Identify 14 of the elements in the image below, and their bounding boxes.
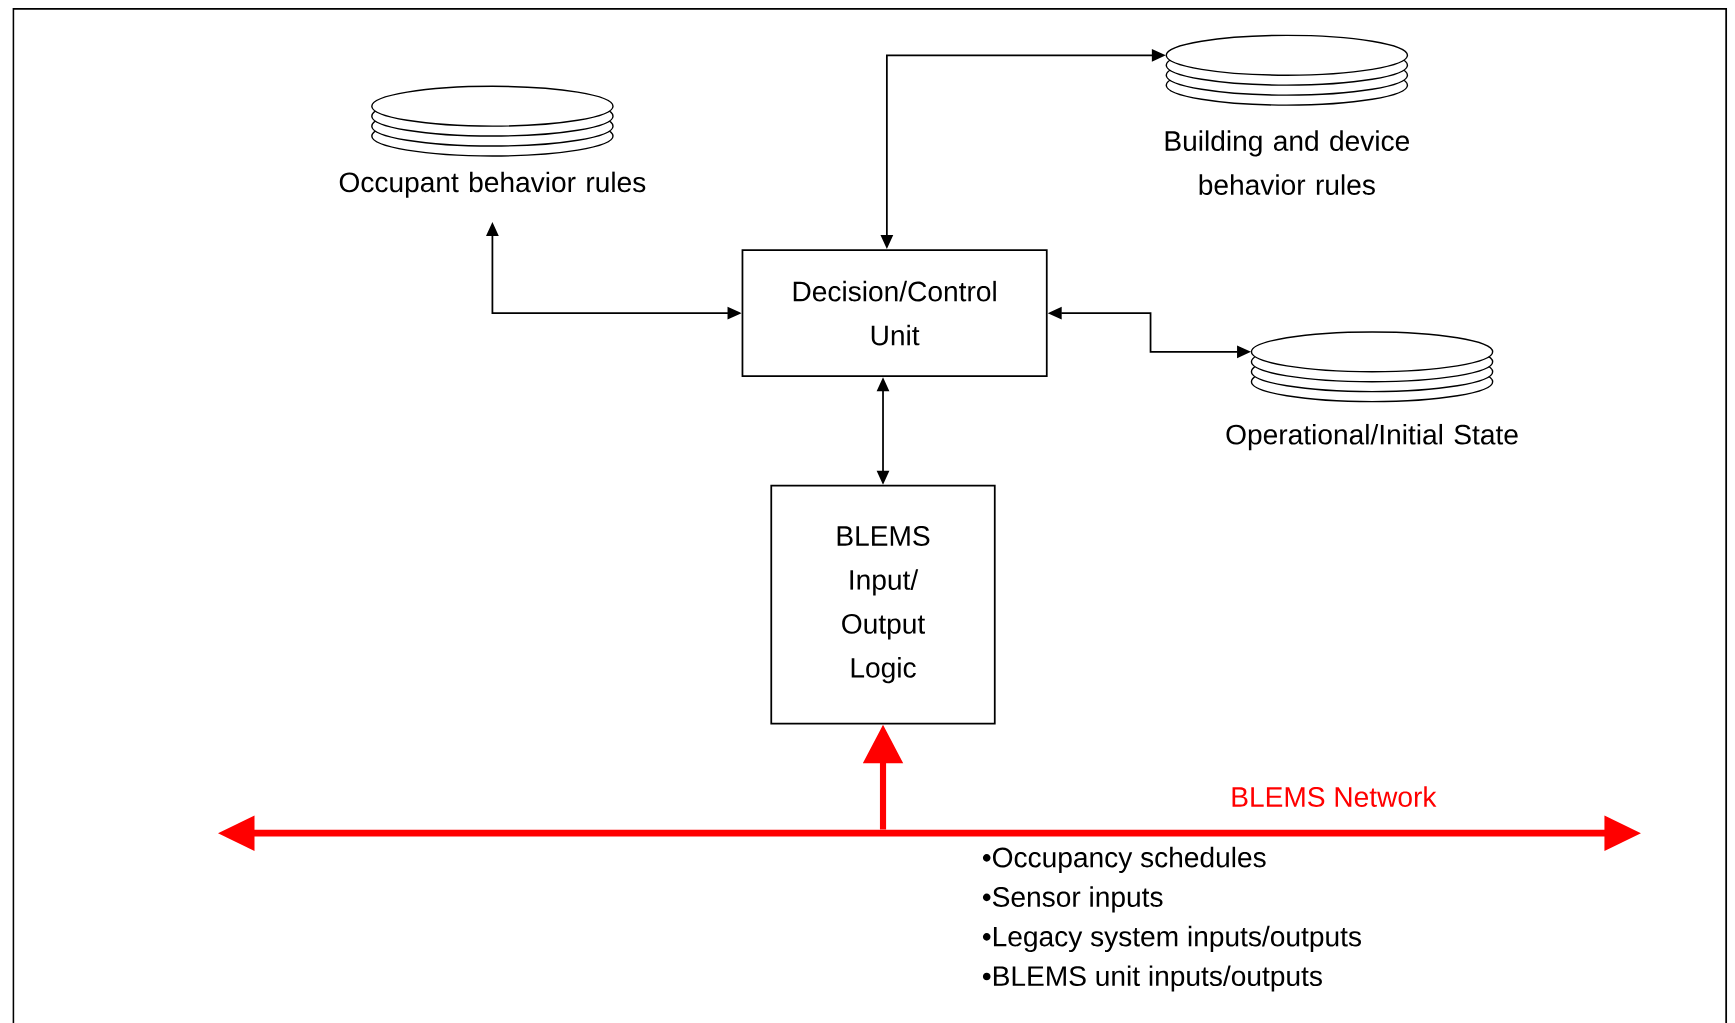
- node-label: Occupant behavior rules: [339, 171, 646, 198]
- process-box: Decision/Control Unit: [741, 248, 1048, 377]
- database-stack: Building and device behavior rules: [1165, 34, 1409, 195]
- process-box: BLEMS Input/ Output Logic: [770, 484, 996, 725]
- node-label: Building and device behavior rules: [1165, 130, 1410, 195]
- bullet-list: •Occupancy schedules •Sensor inputs •Legacy system inputs/outputs •BLEMS unit inputs/outputs: [982, 846, 1361, 992]
- node-label: Operational/Initial State: [1226, 423, 1518, 450]
- node-label: •Occupancy schedules: [982, 846, 1266, 873]
- database-stack: Operational/Initial State: [1226, 331, 1518, 450]
- node-label: •Legacy system inputs/outputs: [982, 925, 1361, 952]
- node-label: •Sensor inputs: [982, 886, 1163, 913]
- node-label: •BLEMS unit inputs/outputs: [982, 965, 1322, 992]
- database-stack: Occupant behavior rules: [339, 85, 646, 198]
- node-label: BLEMS Network: [1232, 786, 1437, 807]
